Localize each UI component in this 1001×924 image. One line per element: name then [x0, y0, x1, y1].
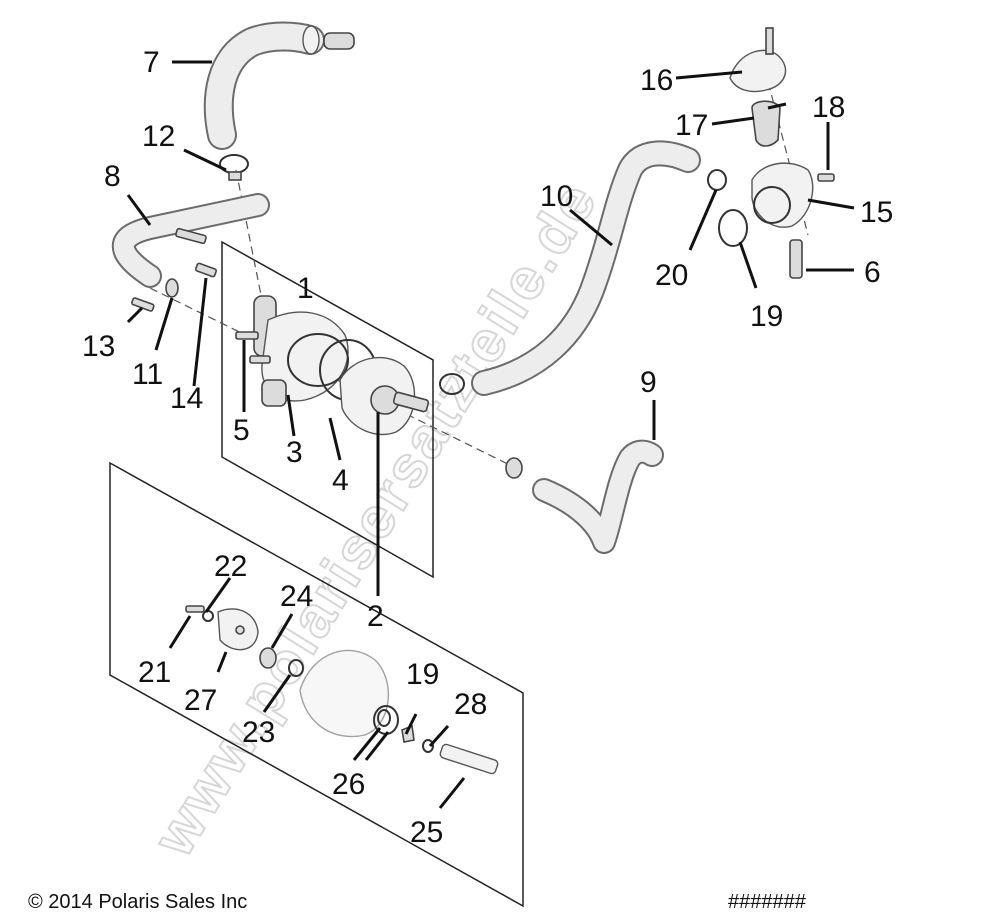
callout-19-lower: 19	[406, 658, 439, 691]
hose-9	[505, 439, 664, 554]
leader-lines	[126, 60, 855, 809]
bolt-14	[194, 262, 218, 278]
callout-24: 24	[280, 580, 313, 613]
callout-12: 12	[142, 120, 175, 153]
callout-2: 2	[367, 600, 384, 633]
callout-7: 7	[143, 46, 160, 79]
hose-10	[439, 140, 701, 396]
clip-11	[165, 278, 179, 298]
bolt-13	[131, 297, 155, 312]
callout-14: 14	[170, 382, 203, 415]
callout-18: 18	[812, 91, 845, 124]
callout-13: 13	[82, 330, 115, 363]
hose-7	[203, 21, 355, 150]
clamp-20	[707, 169, 727, 191]
drawing-number: #######	[728, 891, 807, 913]
pump-housing-3	[253, 295, 349, 407]
centerline-pump-axis	[149, 287, 521, 471]
hose-8	[111, 193, 270, 288]
kit-parts	[185, 605, 499, 775]
pump-cover-2	[339, 356, 430, 436]
callout-27: 27	[184, 684, 217, 717]
callout-26: 26	[332, 768, 365, 801]
callout-5: 5	[233, 414, 250, 447]
bolt-5	[235, 331, 271, 364]
callout-28: 28	[454, 688, 487, 721]
thermostat-housing-15	[751, 162, 814, 228]
thermostat-17	[751, 100, 781, 147]
o-ring-19	[718, 209, 748, 247]
callout-1: 1	[297, 272, 314, 305]
callout-9: 9	[640, 366, 657, 399]
bolt-18	[817, 173, 835, 182]
callout-16: 16	[640, 64, 673, 97]
clamp-12	[219, 154, 249, 181]
centerline-hose7	[235, 169, 263, 301]
callout-23: 23	[242, 716, 275, 749]
callout-15: 15	[860, 196, 893, 229]
copyright-text: © 2014 Polaris Sales Inc	[28, 891, 247, 913]
water-pump-kit-frame	[109, 461, 524, 908]
callout-11: 11	[132, 358, 163, 391]
callout-20: 20	[655, 259, 688, 292]
callout-10: 10	[540, 180, 573, 213]
callout-8: 8	[104, 160, 121, 193]
water-pump-assembly-frame	[221, 240, 434, 579]
callout-21: 21	[138, 656, 171, 689]
callout-19-upper: 19	[750, 300, 783, 333]
callout-22: 22	[214, 550, 247, 583]
bolt-upper	[175, 227, 207, 245]
callout-25: 25	[410, 816, 443, 849]
thermostat-cover-16	[729, 27, 787, 93]
callout-6: 6	[864, 256, 881, 289]
callout-4: 4	[332, 464, 349, 497]
callout-3: 3	[286, 436, 303, 469]
centerline-thermostat	[764, 69, 809, 236]
callout-labels: 7 16 17 18 12 8 10 15 20 6 1 19 13 11 9 …	[82, 46, 893, 849]
callout-17: 17	[675, 109, 708, 142]
sensor-6	[789, 239, 803, 279]
